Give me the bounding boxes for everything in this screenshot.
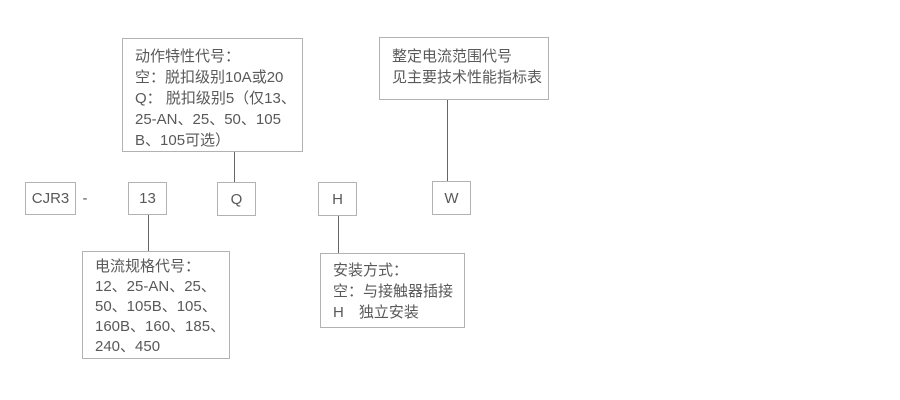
callout-line: B、105可选）: [135, 132, 231, 149]
callout-line: 160B、160、185、: [95, 318, 226, 335]
callout-line: 整定电流范围代号: [392, 48, 513, 65]
connector-13-to-current-spec: [148, 215, 149, 251]
code-box-current-spec: 13: [128, 182, 167, 215]
connector-h-to-mounting: [338, 216, 339, 253]
code-box-current-range: W: [432, 181, 471, 215]
callout-line: H 独立安装: [333, 304, 419, 321]
callout-current-range: 整定电流范围代号 见主要技术性能指标表: [379, 37, 549, 100]
callout-line: 电流规格代号：: [95, 258, 201, 275]
code-box-trip-class: Q: [217, 182, 256, 216]
callout-line: 50、105B、105、: [95, 298, 217, 315]
callout-mounting: 安装方式： 空：与接触器插接 H 独立安装: [320, 253, 465, 328]
callout-line: 240、450: [95, 338, 161, 355]
model-separator-dash: -: [82, 190, 88, 207]
callout-line: 安装方式：: [333, 262, 409, 279]
callout-line: 25-AN、25、50、105: [135, 111, 281, 128]
callout-line: 空：与接触器插接: [333, 283, 454, 300]
model-prefix-box: CJR3: [25, 182, 76, 215]
callout-current-spec: 电流规格代号： 12、25-AN、25、 50、105B、105、 160B、1…: [82, 251, 230, 359]
callout-line: 见主要技术性能指标表: [392, 69, 543, 86]
connector-trip-class-to-q: [234, 152, 235, 183]
callout-line: Q： 脱扣级别5（仅13、: [135, 90, 296, 107]
callout-line: 动作特性代号：: [135, 48, 241, 65]
code-box-mounting: H: [318, 182, 357, 216]
callout-line: 空：脱扣级别10A或20: [135, 69, 284, 86]
callout-trip-class: 动作特性代号： 空：脱扣级别10A或20 Q： 脱扣级别5（仅13、 25-AN…: [122, 38, 303, 152]
callout-line: 12、25-AN、25、: [95, 278, 216, 295]
connector-current-range-to-w: [447, 100, 448, 182]
